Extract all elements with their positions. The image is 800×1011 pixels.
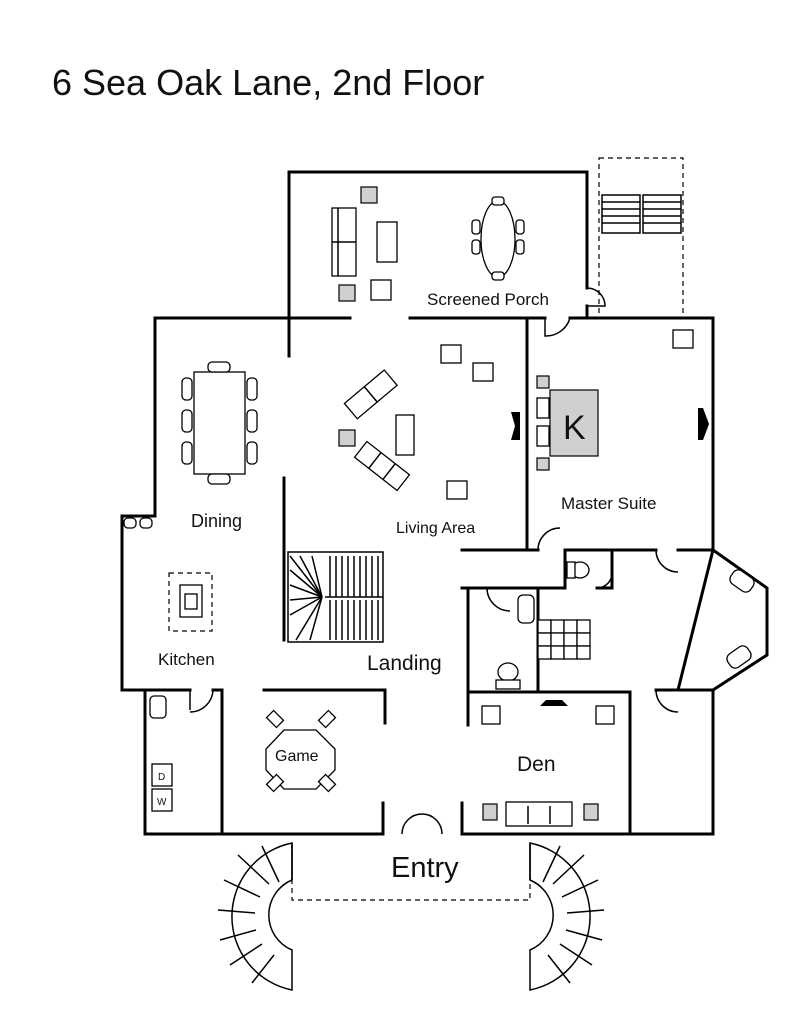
room-label-master-suite: Master Suite xyxy=(561,494,656,513)
room-label-screened-porch: Screened Porch xyxy=(427,290,549,309)
master-furniture xyxy=(536,329,709,471)
bed-size-mark: K xyxy=(563,409,586,447)
room-label-landing: Landing xyxy=(367,652,442,675)
kitchen-island xyxy=(123,517,213,632)
game-table xyxy=(265,709,337,793)
floor-plan-title: 6 Sea Oak Lane, 2nd Floor xyxy=(52,62,485,103)
walls xyxy=(120,170,769,836)
shower-tiles xyxy=(537,619,591,660)
room-label-dining: Dining xyxy=(191,511,242,531)
room-label-den: Den xyxy=(517,753,556,776)
den-furniture xyxy=(481,700,615,827)
room-label-game: Game xyxy=(275,748,319,765)
room-label-living-area: Living Area xyxy=(396,520,475,537)
main-staircase xyxy=(287,551,384,643)
washer-mark: W xyxy=(157,797,167,808)
living-furniture xyxy=(338,344,520,500)
laundry xyxy=(149,695,173,812)
doors xyxy=(189,287,679,835)
dining-table xyxy=(181,361,258,485)
dryer-mark: D xyxy=(158,772,165,783)
room-label-kitchen: Kitchen xyxy=(158,650,215,669)
deck-stairs xyxy=(598,157,684,319)
entry-stairs xyxy=(217,842,605,991)
bath-fixtures xyxy=(495,561,755,690)
porch-furniture xyxy=(331,186,525,302)
room-label-entry: Entry xyxy=(391,852,459,884)
